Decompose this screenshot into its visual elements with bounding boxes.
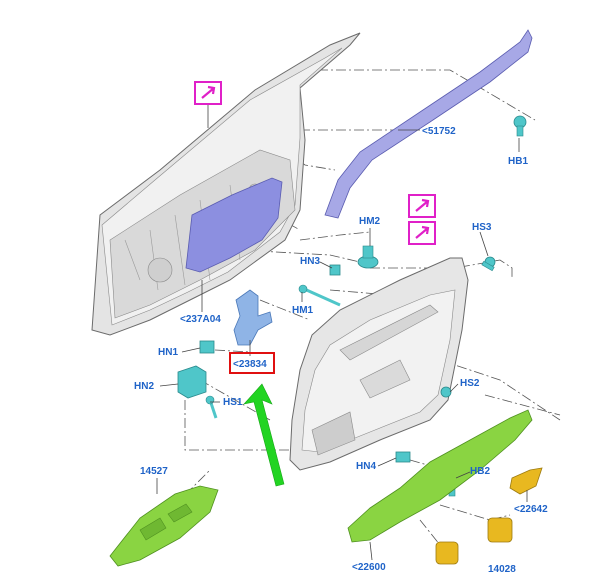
label-hn1[interactable]: HN1: [158, 347, 178, 358]
label-hb2[interactable]: HB2: [470, 466, 490, 477]
arrow-up-right-icon: [415, 198, 430, 212]
clip-hn3: [329, 264, 341, 276]
door-trim-panel: [289, 257, 469, 471]
label-hb1[interactable]: HB1: [508, 156, 528, 167]
armrest-trim-22600: [347, 409, 533, 543]
label-22642[interactable]: <22642: [514, 504, 548, 515]
fasteners: [177, 115, 527, 497]
glass-run-channel: [324, 29, 533, 219]
highlight-box-23834: [229, 352, 275, 374]
link-badge-trim-2[interactable]: [408, 221, 436, 245]
clip-hn2: [177, 365, 207, 399]
label-hm2[interactable]: HM2: [359, 216, 381, 227]
label-hn3[interactable]: HN3: [300, 256, 320, 267]
label-237a04[interactable]: <237A04: [180, 314, 221, 325]
label-23834[interactable]: <23834: [233, 359, 267, 370]
label-14028[interactable]: 14028: [488, 564, 516, 573]
door-shell: [91, 32, 361, 336]
label-hn4[interactable]: HN4: [356, 461, 376, 472]
link-badge-top[interactable]: [194, 81, 222, 105]
green-arrow-icon: [243, 383, 285, 487]
clip-hm2: [357, 245, 379, 269]
part-yellow-lower-left: [435, 541, 459, 565]
part-22642: [509, 467, 543, 495]
part-labels: <51752 HB1 HM2 HS3 HN3 HM1 <237A04 HN1 <…: [134, 126, 548, 573]
watershield-panel: [185, 177, 283, 273]
clip-hn1: [199, 340, 215, 354]
leader-lines: [156, 104, 528, 561]
label-hs2[interactable]: HS2: [460, 378, 480, 389]
arrow-up-right-icon: [415, 225, 430, 239]
label-hm1[interactable]: HM1: [292, 305, 314, 316]
bezel-openings: [139, 503, 193, 541]
screw-hm1: [298, 284, 341, 307]
clip-hb1: [513, 115, 527, 137]
label-hn2[interactable]: HN2: [134, 381, 154, 392]
label-22600[interactable]: <22600: [352, 562, 386, 573]
screw-hs1: [205, 395, 218, 419]
label-hs3[interactable]: HS3: [472, 222, 492, 233]
clip-hs3: [481, 256, 496, 272]
label-51752[interactable]: <51752: [422, 126, 456, 137]
label-hs1[interactable]: HS1: [223, 397, 243, 408]
door-bracket: [233, 289, 273, 346]
part-yellow-lower-right: [487, 517, 513, 543]
link-badge-trim-1[interactable]: [408, 194, 436, 218]
clip-hn4: [395, 451, 411, 463]
arrow-up-right-icon: [201, 85, 216, 99]
label-14527[interactable]: 14527: [140, 466, 168, 477]
clip-hs2: [440, 386, 452, 398]
